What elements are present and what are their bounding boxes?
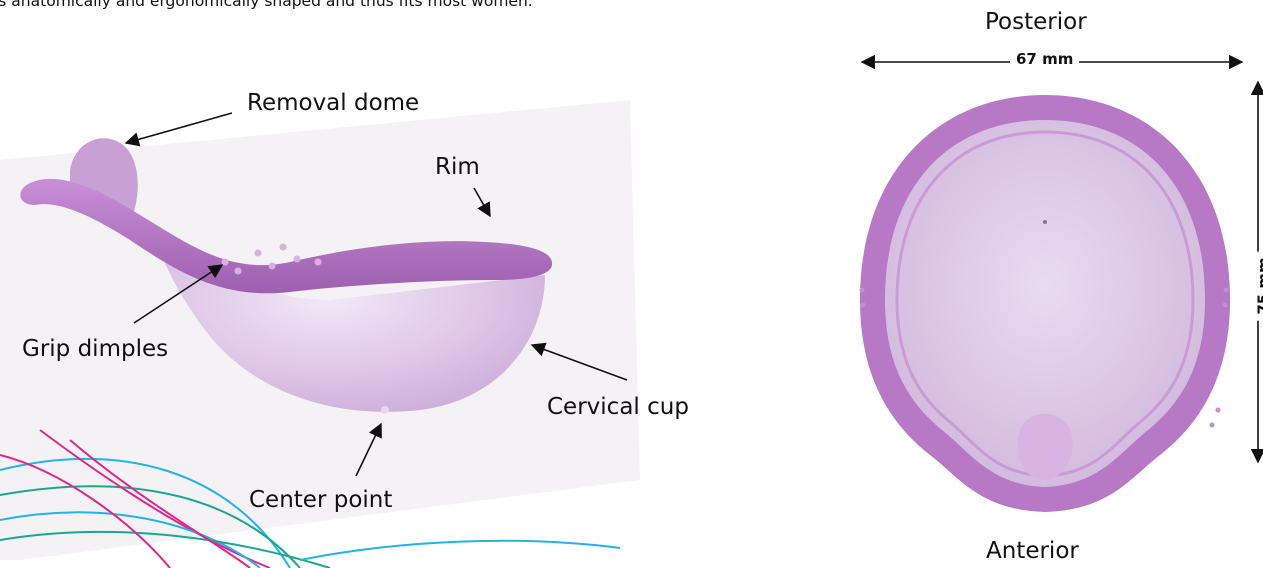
label-width-67mm: 67 mm [1010,52,1079,67]
dimple [235,268,242,275]
top-view-device [860,95,1231,512]
dimple [315,259,322,266]
dimple [294,256,301,263]
dimple [1223,303,1228,308]
label-grip-dimples: Grip dimples [22,338,168,361]
label-posterior: Posterior [985,11,1087,34]
arrow-removal-dome [126,113,232,143]
label-height-75mm: 75 mm [1255,251,1263,320]
label-cervical-cup: Cervical cup [547,396,689,419]
dimple [255,250,262,257]
dimple [280,244,287,251]
center-point [381,406,389,414]
center-point-top [1043,220,1047,224]
dimple [861,303,866,308]
dimple [1216,408,1221,413]
dimple [860,288,865,293]
dimple [269,263,276,270]
dimple [1210,423,1215,428]
dimple [1224,288,1229,293]
label-anterior: Anterior [986,540,1079,563]
label-center-point: Center point [249,489,392,512]
dimple [222,259,229,266]
label-rim: Rim [435,156,480,179]
swirl-line [300,541,620,560]
label-removal-dome: Removal dome [247,92,419,115]
